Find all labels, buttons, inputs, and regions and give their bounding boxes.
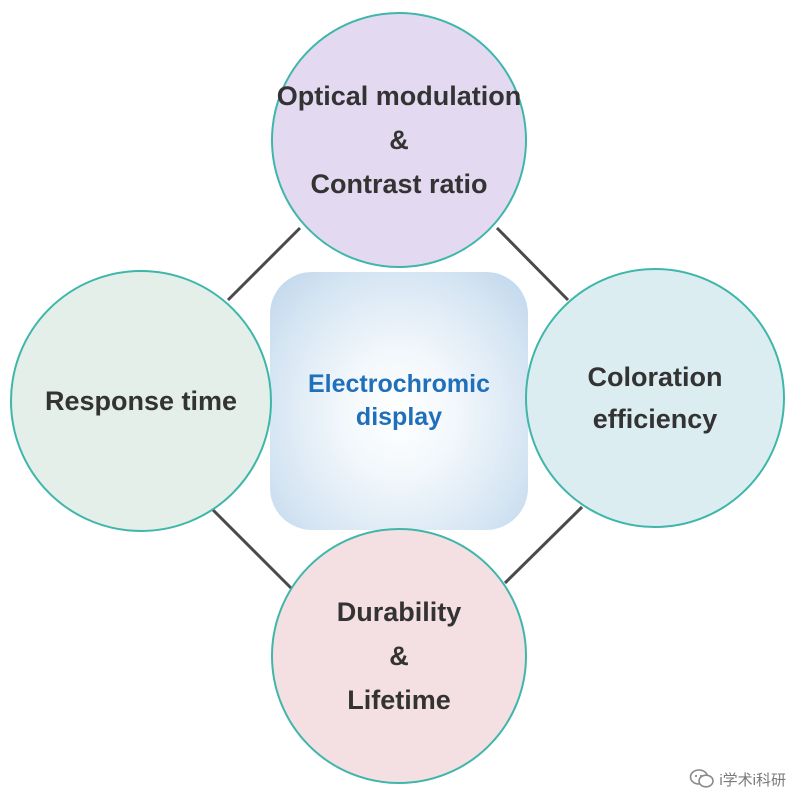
connector-bottom-left [208, 505, 295, 592]
node-response-time: Response time [10, 270, 272, 532]
connector-bottom-right [503, 505, 584, 585]
node-bottom-line1: Durability [336, 597, 462, 627]
watermark: i学术i科研 [689, 768, 786, 790]
node-coloration-efficiency: Coloration efficiency [525, 268, 785, 528]
center-label-line1: Electrochromic [307, 370, 490, 398]
node-left-line1: Response time [44, 386, 238, 416]
node-right-line1: Coloration [587, 362, 723, 392]
node-durability-lifetime: Durability & Lifetime [271, 528, 527, 784]
node-top-line1: Optical modulation [276, 81, 522, 111]
node-top-line2: & [389, 125, 409, 155]
wechat-icon [690, 769, 715, 788]
connector-top-right [495, 226, 570, 302]
node-bottom-line2: & [389, 641, 409, 671]
watermark-text: i学术i科研 [719, 771, 786, 789]
center-label-line2: display [355, 403, 443, 431]
node-optical-modulation: Optical modulation & Contrast ratio [271, 12, 527, 268]
node-bottom-line3: Lifetime [347, 685, 451, 715]
connector-top-left [226, 226, 302, 302]
center-box: Electrochromic display [270, 272, 528, 530]
node-right-line2: efficiency [592, 404, 718, 434]
node-top-line3: Contrast ratio [310, 169, 488, 199]
